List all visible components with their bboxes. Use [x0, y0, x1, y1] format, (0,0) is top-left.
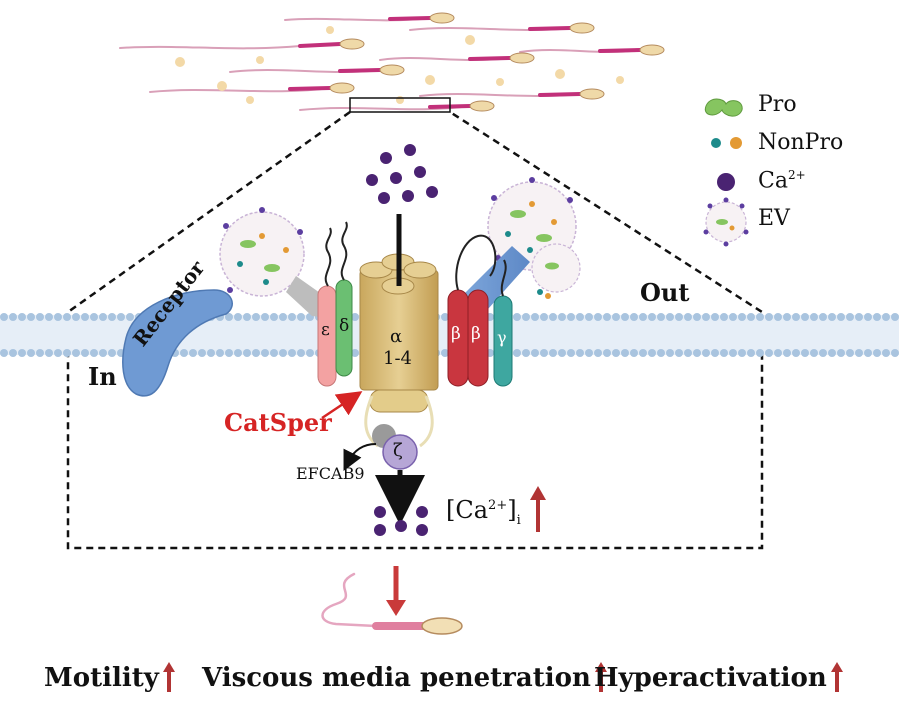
legend-ca-icon — [717, 173, 735, 191]
outcome-motility-text: Motility — [44, 663, 159, 693]
legend-ev-label: EV — [758, 206, 790, 231]
legend-ca-label: Ca2+ — [758, 168, 806, 193]
outcome-motility: Motility — [44, 662, 175, 693]
alpha-channel — [359, 253, 439, 448]
outcome-hyperactivation-text: Hyperactivation — [594, 663, 827, 693]
legend-pro-label: Pro — [758, 92, 797, 117]
legend-ca-text: Ca — [758, 168, 788, 194]
sperm-cluster — [119, 12, 665, 112]
ca-ions-outside — [366, 144, 438, 204]
ca-i-sup: 2+ — [488, 498, 508, 513]
ca-i-label: [Ca2+]i — [446, 496, 521, 528]
legend-ev-icon — [703, 197, 749, 247]
gamma-label: γ — [497, 328, 507, 347]
outcome-viscous: Viscous media penetration — [202, 662, 607, 693]
ca-ions-inside — [374, 506, 428, 536]
catsper-label: CatSper — [224, 408, 332, 437]
efcab9-arrow — [343, 443, 377, 471]
ca-i-close: ] — [507, 496, 517, 524]
alpha-range-label: 1-4 — [383, 348, 412, 369]
zoom-outline — [66, 110, 764, 550]
zoom-box — [349, 97, 451, 113]
zeta-label: ζ — [393, 440, 403, 461]
alpha-label: α — [390, 326, 403, 347]
zeta-subunit — [382, 434, 418, 470]
outcome-viscous-text: Viscous media penetration — [202, 663, 591, 693]
catsper-pointer — [321, 391, 363, 420]
ca-i-up-arrow — [530, 486, 546, 532]
legend-nonpro-icon — [711, 137, 742, 149]
epsilon-label: ε — [321, 320, 330, 340]
efcab9-label: EFCAB9 — [296, 464, 365, 483]
ev-vesicle-right-lower — [531, 243, 581, 299]
receptor — [122, 289, 233, 397]
viscous-up-arrow — [594, 662, 607, 692]
out-label: Out — [640, 278, 690, 307]
legend-pro-icon — [704, 98, 743, 117]
ev-vesicle-left — [219, 207, 305, 297]
beta-subunit-2 — [467, 289, 489, 387]
hyperactivation-up-arrow — [830, 662, 843, 692]
ca-i-sub: i — [516, 512, 521, 528]
outcome-hyperactivation: Hyperactivation — [594, 662, 843, 693]
sperm-single — [321, 572, 463, 635]
motility-up-arrow — [162, 662, 175, 692]
legend-nonpro-label: NonPro — [758, 130, 844, 155]
delta-label: δ — [339, 316, 350, 336]
legend-ca-sup: 2+ — [787, 168, 806, 182]
outcome-down-arrow — [386, 566, 406, 616]
in-label: In — [88, 362, 117, 391]
beta-label-2: β — [471, 324, 481, 344]
beta-label-1: β — [451, 324, 461, 344]
ca-i-open: [Ca — [446, 496, 489, 524]
